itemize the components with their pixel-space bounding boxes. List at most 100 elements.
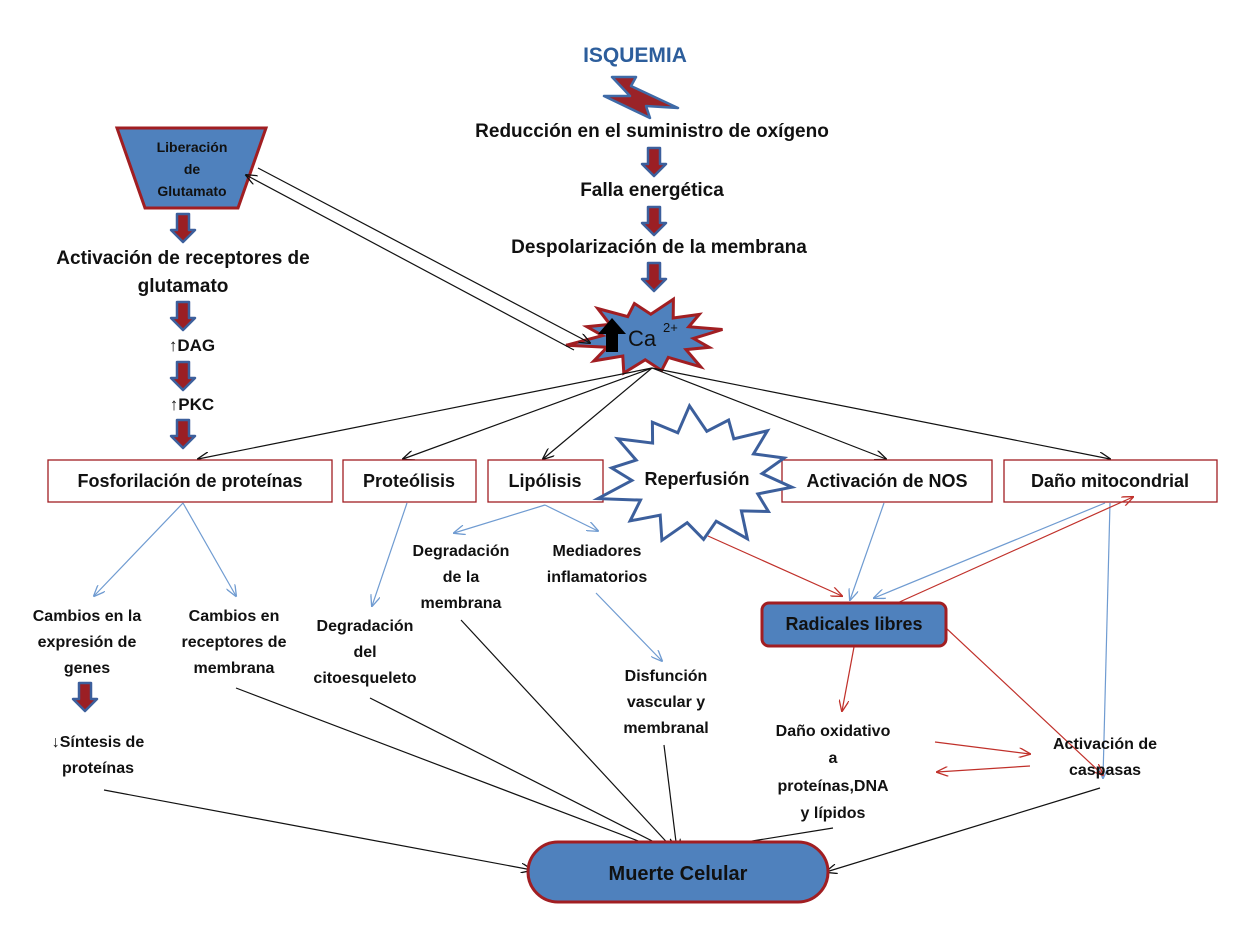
- arrow-receptores-muerte: [235, 687, 662, 850]
- arrow-ca-mitocondrial: [651, 367, 1110, 459]
- arrow-disfuncion-muerte: [663, 744, 677, 850]
- box-mitocondrial-label: Daño mitocondrial: [1031, 471, 1189, 491]
- arrow-fos-receptores: [182, 502, 236, 596]
- arrow-glutamate-to-calcium: [257, 167, 590, 343]
- radicales-node: Radicales libres: [760, 601, 948, 648]
- box-proteolisis: Proteólisis: [342, 459, 477, 503]
- effect-membrana: Degradación de la membrana: [413, 543, 510, 612]
- glutamate-release-node: Liberación de Glutamato: [114, 126, 269, 210]
- title: ISQUEMIA: [583, 44, 687, 67]
- effect-citoesqueleto-line-3: citoesqueleto: [313, 670, 416, 687]
- effect-disfuncion: Disfunción vascular y membranal: [623, 668, 708, 737]
- down-arrow-1: [640, 146, 668, 178]
- up-arrow-icon: [598, 318, 626, 352]
- down-arrow-3: [640, 261, 668, 293]
- chain-step-falla: Falla energética: [580, 180, 724, 201]
- glutamate-activation-line-1: Activación de receptores de: [56, 248, 309, 269]
- effect-citoesqueleto: Degradación del citoesqueleto: [313, 618, 416, 687]
- glutamate-release-line-3: Glutamato: [157, 183, 226, 199]
- down-arrow-2: [640, 205, 668, 237]
- calcium-symbol: Ca: [628, 326, 657, 351]
- chain-step-despolarizacion: Despolarización de la membrana: [511, 237, 807, 258]
- effect-sintesis: ↓Síntesis de proteínas: [52, 734, 145, 777]
- box-fosforilacion-label: Fosforilación de proteínas: [77, 471, 302, 491]
- effect-expresion-line-2: expresión de: [38, 634, 137, 651]
- arrow-ca-nos: [651, 367, 886, 459]
- arrow-lipolisis-membrana: [454, 504, 546, 533]
- chain-step-reduccion: Reducción en el suministro de oxígeno: [475, 121, 829, 142]
- muerte-celular-label: Muerte Celular: [609, 863, 748, 885]
- effect-expresion-line-3: genes: [64, 660, 110, 677]
- effect-citoesqueleto-line-2: del: [353, 644, 376, 661]
- down-arrow-glu-3: [169, 360, 197, 392]
- effect-oxidativo-line-1: Daño oxidativo: [776, 723, 891, 740]
- effect-receptores-line-1: Cambios en: [189, 608, 280, 625]
- effect-sintesis-line-2: proteínas: [62, 760, 134, 777]
- arrow-radicales-caspasas: [945, 627, 1103, 775]
- arrow-ca-fosforilacion: [198, 367, 653, 459]
- arrow-membrana-muerte: [460, 619, 674, 850]
- effect-disfuncion-line-2: vascular y: [627, 694, 705, 711]
- calcium-superscript: 2+: [663, 320, 678, 335]
- calcium-burst: Ca 2+: [565, 296, 723, 376]
- effect-caspasas-line-1: Activación de: [1053, 736, 1157, 753]
- effect-oxidativo: Daño oxidativo a proteínas,DNA y lípidos: [776, 723, 891, 822]
- effect-membrana-line-2: de la: [443, 569, 480, 586]
- effect-caspasas-line-2: caspasas: [1069, 762, 1141, 779]
- arrow-citoesqueleto-muerte: [369, 697, 670, 850]
- down-arrow-glu-1: [169, 212, 197, 244]
- effect-receptores: Cambios en receptores de membrana: [182, 608, 287, 677]
- reperfusion-label: Reperfusión: [644, 469, 749, 489]
- reperfusion-burst: Reperfusión: [592, 402, 797, 544]
- muerte-celular-node: Muerte Celular: [526, 840, 830, 904]
- box-lipolisis: Lipólisis: [487, 459, 604, 503]
- arrow-sintesis-muerte: [103, 789, 532, 870]
- arrow-mito-radicales: [874, 502, 1106, 598]
- arrow-caspasas-muerte: [826, 787, 1101, 872]
- box-proteolisis-label: Proteólisis: [363, 471, 455, 491]
- dag-label: ↑DAG: [169, 336, 215, 355]
- arrow-fos-expresion: [94, 502, 184, 596]
- effect-sintesis-line-1: ↓Síntesis de: [52, 734, 145, 751]
- arrow-radicales-mito: [894, 497, 1133, 605]
- radicales-label: Radicales libres: [785, 614, 922, 634]
- effect-caspasas: Activación de caspasas: [1053, 736, 1157, 779]
- effect-disfuncion-line-3: membranal: [623, 720, 708, 737]
- effect-oxidativo-line-2: a: [829, 750, 838, 767]
- lightning-icon: [602, 75, 680, 120]
- arrow-mito-caspasas: [1103, 502, 1111, 778]
- arrow-lipolisis-mediadores: [544, 504, 598, 531]
- arrow-ca-proteolisis: [403, 367, 653, 459]
- effect-expresion: Cambios en la expresión de genes: [33, 608, 142, 677]
- effect-membrana-line-1: Degradación: [413, 543, 510, 560]
- glutamate-release-line-2: de: [184, 161, 201, 177]
- box-mitocondrial: Daño mitocondrial: [1003, 459, 1218, 503]
- arrow-ca-lipolisis: [543, 367, 653, 459]
- box-lipolisis-label: Lipólisis: [508, 471, 581, 491]
- effect-mediadores: Mediadores inflamatorios: [547, 543, 648, 586]
- glutamate-release-line-1: Liberación: [157, 139, 228, 155]
- arrow-oxidativo-caspasas: [934, 741, 1030, 754]
- effect-expresion-line-1: Cambios en la: [33, 608, 142, 625]
- effect-oxidativo-line-3: proteínas,DNA: [777, 778, 889, 795]
- effect-disfuncion-line-1: Disfunción: [625, 668, 708, 685]
- arrow-nos-radicales: [850, 502, 885, 600]
- down-arrow-glu-4: [169, 418, 197, 450]
- arrow-proteolisis-citoesqueleto: [372, 502, 408, 606]
- arrow-reperfusion-radicales: [707, 535, 842, 596]
- box-nos-label: Activación de NOS: [806, 471, 967, 491]
- glutamate-activation-line-2: glutamato: [138, 276, 229, 297]
- down-arrow-glu-2: [169, 300, 197, 332]
- effect-receptores-line-3: membrana: [194, 660, 275, 677]
- arrow-mediadores-disfuncion: [595, 592, 662, 661]
- pkc-label: ↑PKC: [170, 395, 214, 414]
- effect-mediadores-line-1: Mediadores: [553, 543, 642, 560]
- arrow-radicales-oxidativo: [842, 646, 855, 711]
- box-nos: Activación de NOS: [781, 459, 993, 503]
- effect-membrana-line-3: membrana: [421, 595, 502, 612]
- box-fosforilacion: Fosforilación de proteínas: [47, 459, 333, 503]
- effect-oxidativo-line-4: y lípidos: [801, 805, 866, 822]
- effect-citoesqueleto-line-1: Degradación: [317, 618, 414, 635]
